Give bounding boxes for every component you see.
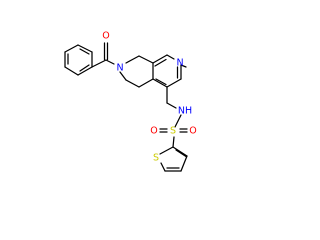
atom-label-thiophene-sulfur: S [153, 153, 159, 164]
bond [160, 162, 166, 172]
bond-double [154, 58, 167, 67]
bond [174, 114, 182, 128]
bond [64, 66, 79, 76]
bond [138, 78, 154, 88]
bond [159, 146, 174, 155]
atom-label-sulfonyl-oxygen-left: O [150, 126, 157, 137]
bond [166, 78, 182, 88]
bond [105, 59, 115, 65]
molecule-diagram: O N N NH S O O S [64, 31, 197, 172]
bond [125, 55, 140, 64]
bond-double [155, 78, 167, 86]
bond [77, 44, 93, 53]
bond [125, 79, 140, 88]
atom-label-carbonyl-oxygen: O [102, 31, 109, 42]
bond [152, 54, 168, 64]
atom-label-ring-nitrogen: N [176, 58, 183, 69]
bond [91, 59, 107, 68]
bonds-layer [64, 42, 188, 172]
bond [180, 155, 188, 172]
atom-label-sulfonyl-oxygen-right: O [189, 126, 196, 137]
atom-label-sulfonyl-sulfur: S [170, 126, 176, 137]
bond [138, 55, 154, 64]
atom-label-sulfonamide-nh: NH [178, 106, 192, 117]
bond [119, 71, 127, 81]
bond-double [175, 149, 187, 158]
bond [166, 102, 177, 109]
bond [172, 136, 175, 148]
bond [152, 78, 168, 88]
bond [172, 146, 188, 157]
atom-label-amide-nitrogen: N [116, 63, 123, 74]
bond [77, 66, 93, 76]
bond [180, 64, 187, 68]
bond [166, 54, 175, 60]
molecule-svg: O N N NH S O O S [64, 31, 197, 172]
bond-inner [79, 64, 90, 72]
atom-labels-layer: O N N NH S O O S [102, 31, 196, 164]
bond [64, 44, 79, 53]
bond-inner [79, 48, 90, 55]
